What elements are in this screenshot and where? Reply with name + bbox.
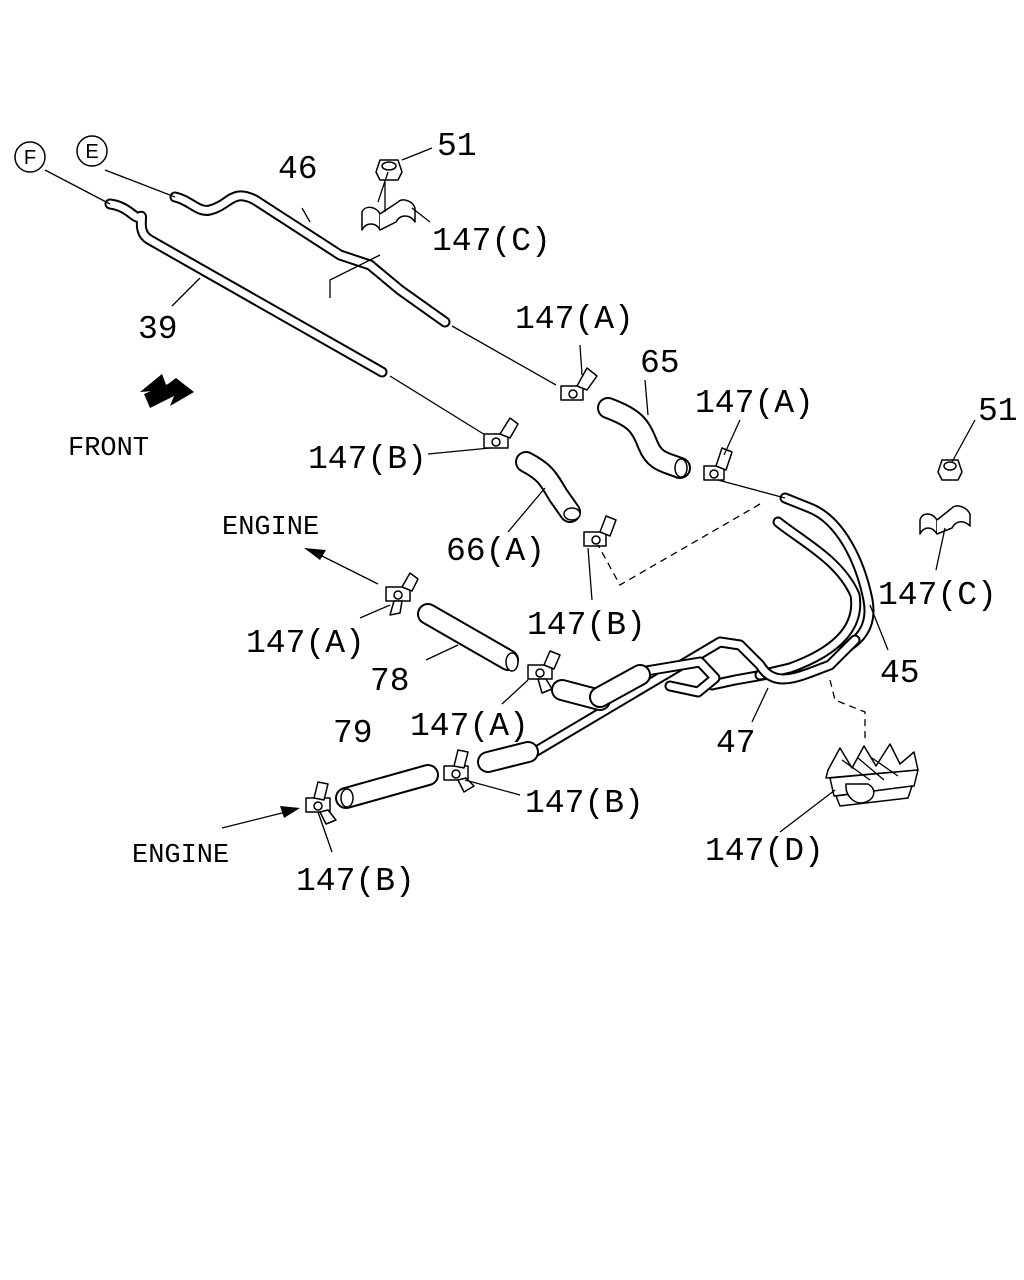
nut-51-top	[375, 159, 403, 181]
dashed-leader-45	[597, 503, 761, 586]
pipe-46	[104, 169, 557, 386]
clip-147d	[825, 743, 919, 807]
label-147a-4: 147(A)	[410, 708, 529, 745]
clamp-147a-65-right	[703, 447, 733, 481]
label-147b-4: 147(B)	[296, 863, 415, 900]
label-46: 46	[278, 151, 318, 188]
label-147a-2: 147(A)	[695, 385, 814, 422]
pipe-47	[754, 516, 862, 681]
label-147a-3: 147(A)	[246, 625, 365, 662]
label-45: 45	[880, 655, 920, 692]
label-147b-1: 147(B)	[308, 441, 427, 478]
connector-f: F	[14, 141, 46, 173]
nut-51-right	[937, 459, 963, 481]
label-78: 78	[370, 663, 410, 700]
clamp-147a-78-left	[385, 572, 419, 616]
label-79: 79	[333, 715, 373, 752]
hose-65	[597, 397, 691, 479]
clamp-147b-66a-top	[483, 417, 519, 449]
hose-66a	[515, 451, 581, 523]
connector-e-label: E	[85, 141, 98, 163]
label-51-right: 51	[978, 393, 1018, 430]
connector-e: E	[76, 135, 108, 167]
label-engine-bottom: ENGINE	[132, 841, 229, 871]
clamp-147a-78-right	[527, 650, 561, 694]
pipe-39	[44, 169, 491, 439]
engine-arrow-bottom-icon	[221, 806, 300, 829]
label-65: 65	[640, 345, 680, 382]
label-66a: 66(A)	[446, 533, 545, 570]
clamp-147b-79-right	[443, 749, 475, 793]
bracket-147c-top	[361, 199, 416, 231]
label-47: 47	[716, 725, 756, 762]
clamp-147b-66a-bottom	[583, 515, 617, 547]
hose-79	[335, 764, 439, 809]
label-147a-1: 147(A)	[515, 301, 634, 338]
label-51-top: 51	[437, 128, 477, 165]
label-147c-right: 147(C)	[878, 577, 997, 614]
label-engine-top: ENGINE	[222, 513, 319, 543]
label-front: FRONT	[68, 434, 149, 464]
label-147d: 147(D)	[705, 833, 824, 870]
label-147b-3: 147(B)	[525, 785, 644, 822]
clamp-147a-65-left	[560, 367, 598, 401]
label-39: 39	[138, 311, 178, 348]
hose-78	[417, 603, 519, 672]
connector-f-label: F	[24, 147, 36, 169]
dashed-leader-147d	[829, 679, 866, 740]
label-147b-2: 147(B)	[527, 607, 646, 644]
label-147c-top: 147(C)	[432, 223, 551, 260]
pipe-sleeves	[477, 664, 651, 773]
front-arrow-icon	[140, 374, 194, 408]
break-line	[329, 254, 381, 298]
bracket-147c-right	[919, 505, 971, 535]
engine-arrow-top-icon	[304, 548, 379, 585]
clamp-147b-79-left	[305, 781, 337, 825]
